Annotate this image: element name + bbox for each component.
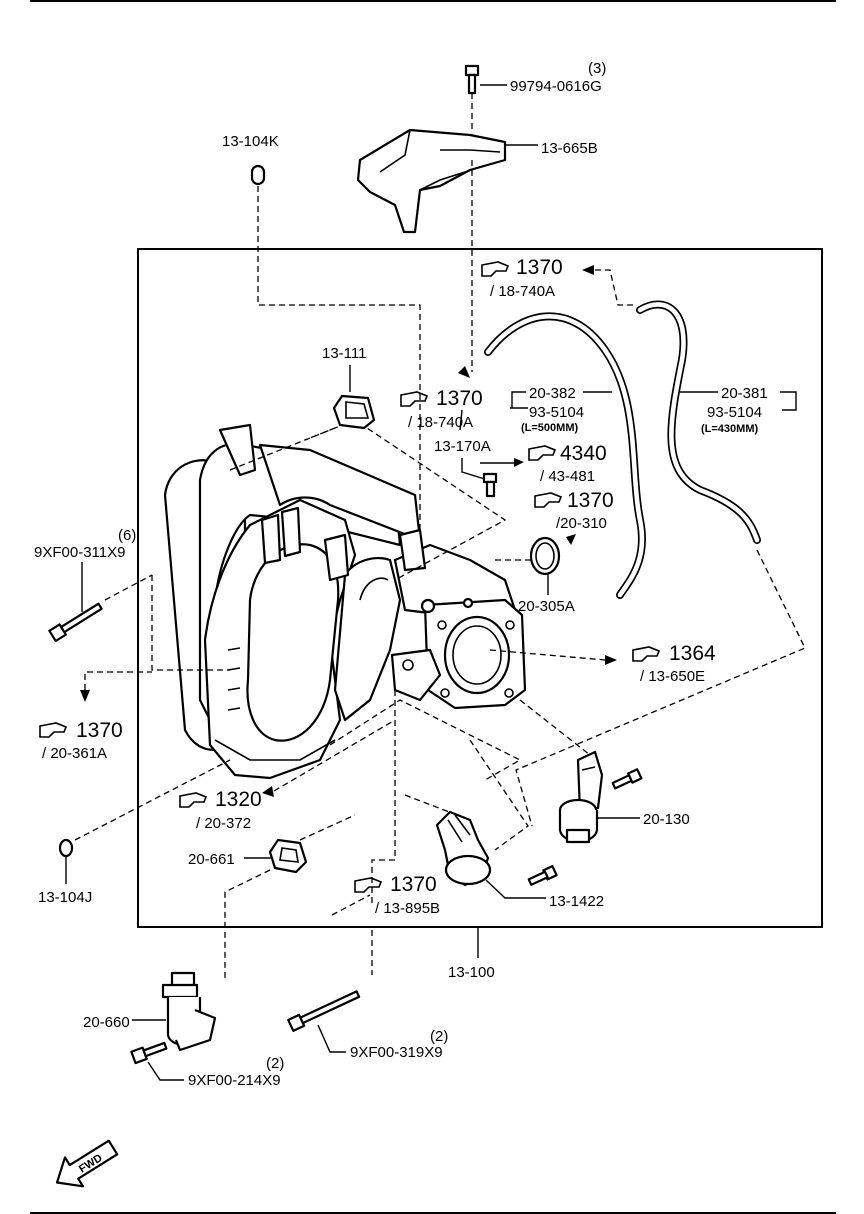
part-label-20-382: 20-382 <box>529 385 576 402</box>
ref-1370-right: 1370 /20-310 <box>534 489 614 532</box>
hand-pointer-icon <box>179 792 208 808</box>
part-label-20-382-pn: 93-5104 <box>529 404 584 421</box>
part-label-99794: 99794-0616G <box>510 78 602 95</box>
part-label-13-104K: 13-104K <box>222 133 279 150</box>
fwd-arrow-icon: FWD <box>55 1139 119 1188</box>
part-label-20-661: 20-661 <box>188 851 235 868</box>
part-label-20-660: 20-660 <box>83 1014 130 1031</box>
part-label-20-381: 20-381 <box>721 385 768 402</box>
ref-1364: 1364 / 13-650E <box>632 642 716 685</box>
svg-text:/ 20-361A: / 20-361A <box>42 745 107 762</box>
part-label-13-170A: 13-170A <box>434 438 491 455</box>
hand-pointer-icon <box>39 722 68 738</box>
ref-1370-top: 1370 / 18-740A <box>481 256 563 300</box>
sensor-13-1422 <box>435 810 492 887</box>
part-label-20-382-len: (L=500MM) <box>521 422 578 434</box>
hand-pointer-icon <box>534 492 563 508</box>
part-label-20-305A: 20-305A <box>518 598 575 615</box>
hose-20-381 <box>636 300 761 544</box>
svg-text:1320: 1320 <box>215 788 262 811</box>
part-qty-99794: (3) <box>588 60 606 77</box>
svg-text:4340: 4340 <box>560 442 607 465</box>
part-label-13-1422: 13-1422 <box>549 893 604 910</box>
svg-text:/ 18-740A: / 18-740A <box>408 414 473 431</box>
gasket-20-661 <box>268 838 308 874</box>
part-label-13-100: 13-100 <box>448 964 495 981</box>
ref-1370-mid: 1370 / 18-740A <box>400 387 483 431</box>
part-label-13-104J: 13-104J <box>38 889 92 906</box>
svg-text:/ 18-740A: / 18-740A <box>490 283 555 300</box>
svg-text:/ 20-372: / 20-372 <box>196 815 251 832</box>
svg-text:1364: 1364 <box>669 642 716 665</box>
svg-text:/ 13-895B: / 13-895B <box>375 900 440 917</box>
ref-1370-bottom: 1370 / 13-895B <box>354 873 440 917</box>
bolt-13-1422 <box>527 865 558 886</box>
svg-text:1370: 1370 <box>516 256 563 279</box>
svg-text:1370: 1370 <box>390 873 437 896</box>
cap-13-104J <box>58 838 74 858</box>
ref-1320: 1320 / 20-372 <box>179 788 262 832</box>
assembly-frame <box>137 248 823 928</box>
hand-pointer-icon <box>400 391 429 407</box>
stud-13-170A <box>482 472 498 498</box>
bolt-top <box>464 64 480 95</box>
part-qty-319X9: (2) <box>430 1028 448 1045</box>
svg-text:/ 43-481: / 43-481 <box>540 468 595 485</box>
svg-text:1370: 1370 <box>76 719 123 742</box>
part-label-13-111: 13-111 <box>322 345 366 362</box>
hose-20-382 <box>484 312 646 599</box>
gasket-13-111 <box>332 394 376 430</box>
bolt-20-130 <box>611 768 643 790</box>
svg-text:1370: 1370 <box>567 489 614 512</box>
part-label-20-130: 20-130 <box>643 811 690 828</box>
cap-13-104K <box>250 164 266 186</box>
part-label-214X9: 9XF00-214X9 <box>188 1072 281 1089</box>
hand-pointer-icon <box>528 445 557 461</box>
svg-text:1370: 1370 <box>436 387 483 410</box>
hand-pointer-icon <box>354 877 383 893</box>
bolt-319X9 <box>287 990 361 1032</box>
ref-1370-left: 1370 / 20-361A <box>39 719 123 762</box>
ref-4340: 4340 / 43-481 <box>528 442 607 485</box>
hand-pointer-icon <box>632 646 661 662</box>
part-label-311X9: 9XF00-311X9 <box>34 544 125 561</box>
bolt-214X9 <box>130 1041 168 1065</box>
part-label-13-665B: 13-665B <box>541 140 598 157</box>
intake-manifold <box>163 423 527 780</box>
svg-text:/20-310: /20-310 <box>556 515 607 532</box>
valve-20-660 <box>161 971 217 1052</box>
part-qty-311X9: (6) <box>118 527 136 544</box>
part-qty-214X9: (2) <box>266 1055 284 1072</box>
part-label-20-381-len: (L=430MM) <box>701 423 758 435</box>
bracket-13-665B <box>356 128 507 234</box>
bolt-311X9 <box>48 602 103 643</box>
valve-20-130 <box>558 750 604 844</box>
part-label-319X9: 9XF00-319X9 <box>350 1044 443 1061</box>
hand-pointer-icon <box>481 261 510 277</box>
svg-text:/ 13-650E: / 13-650E <box>640 668 705 685</box>
part-label-20-381-pn: 93-5104 <box>707 404 762 421</box>
